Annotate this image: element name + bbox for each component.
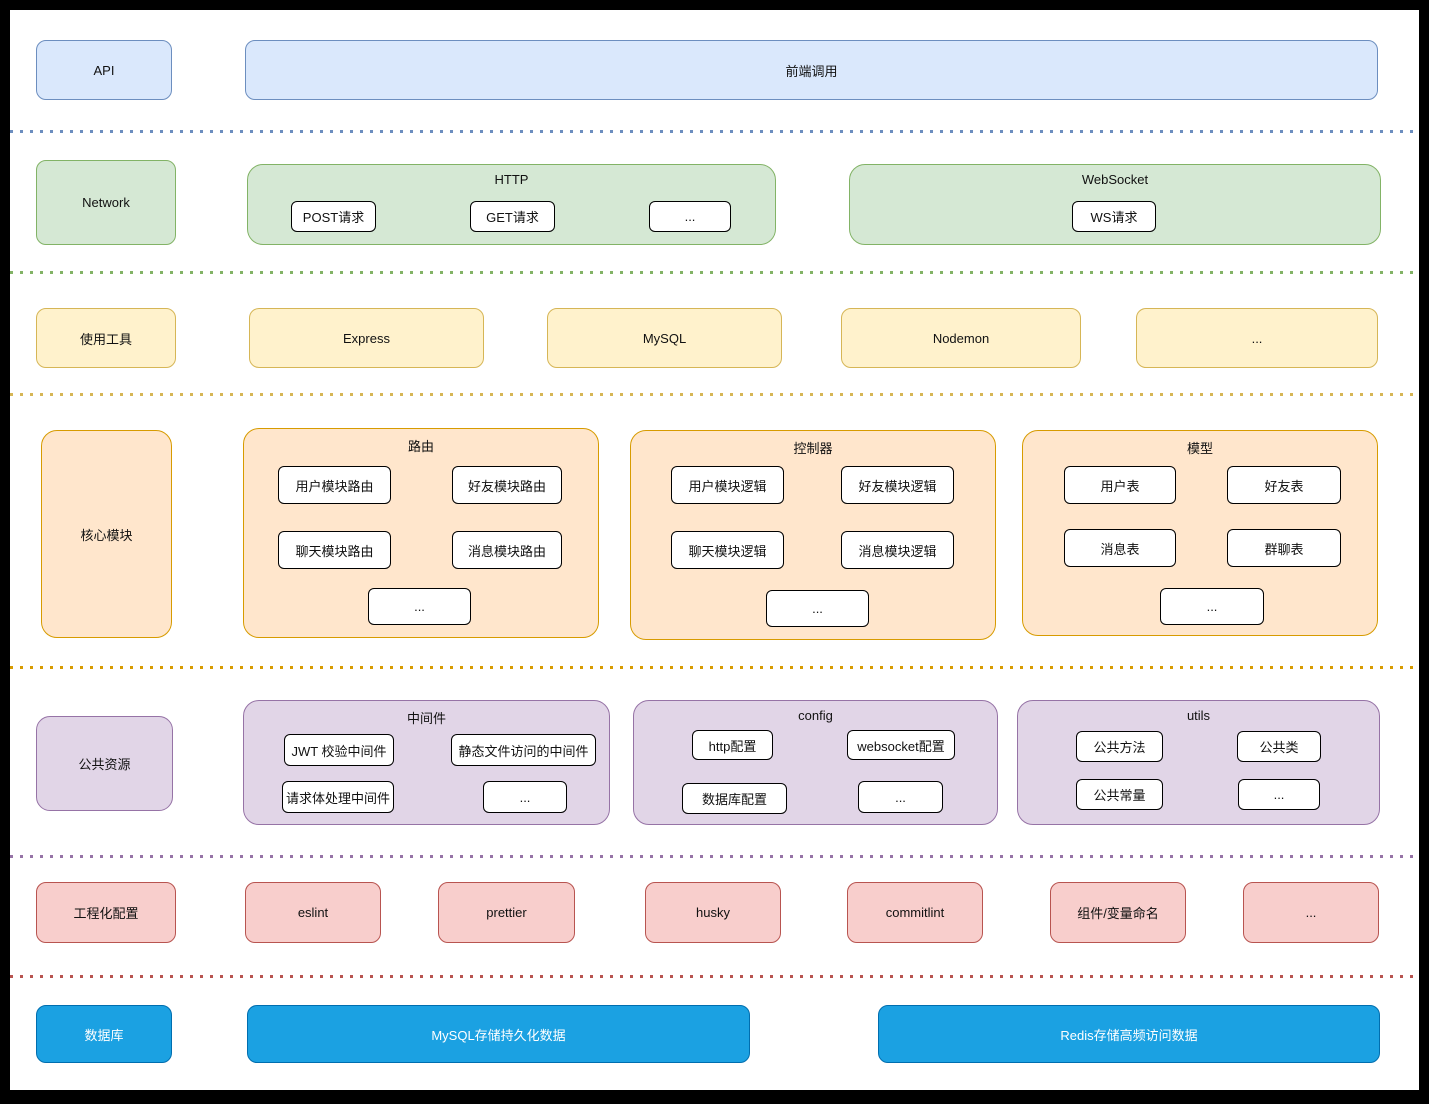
models-group-title: 模型: [1186, 441, 1213, 456]
controller-friend: 好友模块逻辑: [841, 466, 954, 504]
tool-nodemon: Nodemon: [841, 308, 1081, 368]
middleware-group: 中间件 JWT 校验中间件 静态文件访问的中间件 请求体处理中间件 ...: [243, 700, 610, 825]
routes-group-title: 路由: [407, 439, 434, 454]
websocket-group: WebSocket WS请求: [849, 164, 1381, 245]
model-friend-table: 好友表: [1227, 466, 1341, 504]
engineering-layer-box: 工程化配置: [36, 882, 176, 943]
tool-more: ...: [1136, 308, 1378, 368]
separator-green: [10, 271, 1419, 274]
separator-blue: [10, 130, 1419, 133]
middleware-group-title: 中间件: [406, 711, 446, 726]
routes-group: 路由 用户模块路由 好友模块路由 聊天模块路由 消息模块路由 ...: [243, 428, 599, 638]
separator-orange: [10, 666, 1419, 669]
ws-item-request: WS请求: [1072, 201, 1156, 232]
route-more: ...: [368, 588, 471, 625]
db-mysql-box: MySQL存储持久化数据: [247, 1005, 750, 1063]
http-group: HTTP POST请求 GET请求 ...: [247, 164, 776, 245]
controllers-group-title: 控制器: [793, 441, 833, 456]
route-user: 用户模块路由: [278, 466, 391, 504]
tool-mysql: MySQL: [547, 308, 782, 368]
tool-express: Express: [249, 308, 484, 368]
db-redis-box: Redis存储高频访问数据: [878, 1005, 1380, 1063]
model-user-table: 用户表: [1064, 466, 1176, 504]
network-layer-box: Network: [36, 160, 176, 245]
utils-classes: 公共类: [1237, 731, 1321, 762]
config-more: ...: [858, 781, 943, 813]
config-database: 数据库配置: [682, 783, 787, 814]
controller-chat: 聊天模块逻辑: [671, 531, 784, 569]
controller-more: ...: [766, 590, 869, 627]
eng-naming: 组件/变量命名: [1050, 882, 1186, 943]
config-http: http配置: [692, 730, 773, 760]
websocket-group-title: WebSocket: [1081, 172, 1149, 187]
utils-constants: 公共常量: [1076, 779, 1163, 810]
middleware-jwt: JWT 校验中间件: [284, 734, 394, 766]
api-layer-box: API: [36, 40, 172, 100]
route-message: 消息模块路由: [452, 531, 562, 569]
frontend-call-box: 前端调用: [245, 40, 1378, 100]
middleware-static: 静态文件访问的中间件: [451, 734, 596, 766]
config-group: config http配置 websocket配置 数据库配置 ...: [633, 700, 998, 825]
separator-red: [10, 975, 1419, 978]
eng-prettier: prettier: [438, 882, 575, 943]
tools-layer-box: 使用工具: [36, 308, 176, 368]
http-item-more: ...: [649, 201, 731, 232]
eng-husky: husky: [645, 882, 781, 943]
http-item-get: GET请求: [470, 201, 555, 232]
http-item-post: POST请求: [291, 201, 376, 232]
route-chat: 聊天模块路由: [278, 531, 391, 569]
model-groupchat-table: 群聊表: [1227, 529, 1341, 567]
model-more: ...: [1160, 588, 1264, 625]
utils-group-title: utils: [1186, 708, 1211, 723]
config-group-title: config: [798, 708, 833, 723]
models-group: 模型 用户表 好友表 消息表 群聊表 ...: [1022, 430, 1378, 636]
core-layer-box: 核心模块: [41, 430, 172, 638]
eng-eslint: eslint: [245, 882, 381, 943]
database-layer-box: 数据库: [36, 1005, 172, 1063]
middleware-body: 请求体处理中间件: [282, 781, 394, 813]
eng-more: ...: [1243, 882, 1379, 943]
utils-more: ...: [1238, 779, 1320, 810]
http-group-title: HTTP: [494, 172, 529, 187]
controller-user: 用户模块逻辑: [671, 466, 784, 504]
eng-commitlint: commitlint: [847, 882, 983, 943]
route-friend: 好友模块路由: [452, 466, 562, 504]
separator-purple: [10, 855, 1419, 858]
controller-message: 消息模块逻辑: [841, 531, 954, 569]
middleware-more: ...: [483, 781, 567, 813]
utils-group: utils 公共方法 公共类 公共常量 ...: [1017, 700, 1380, 825]
utils-methods: 公共方法: [1076, 731, 1163, 762]
config-websocket: websocket配置: [847, 730, 955, 760]
model-message-table: 消息表: [1064, 529, 1176, 567]
shared-layer-box: 公共资源: [36, 716, 173, 811]
separator-yellow: [10, 393, 1419, 396]
controllers-group: 控制器 用户模块逻辑 好友模块逻辑 聊天模块逻辑 消息模块逻辑 ...: [630, 430, 996, 640]
